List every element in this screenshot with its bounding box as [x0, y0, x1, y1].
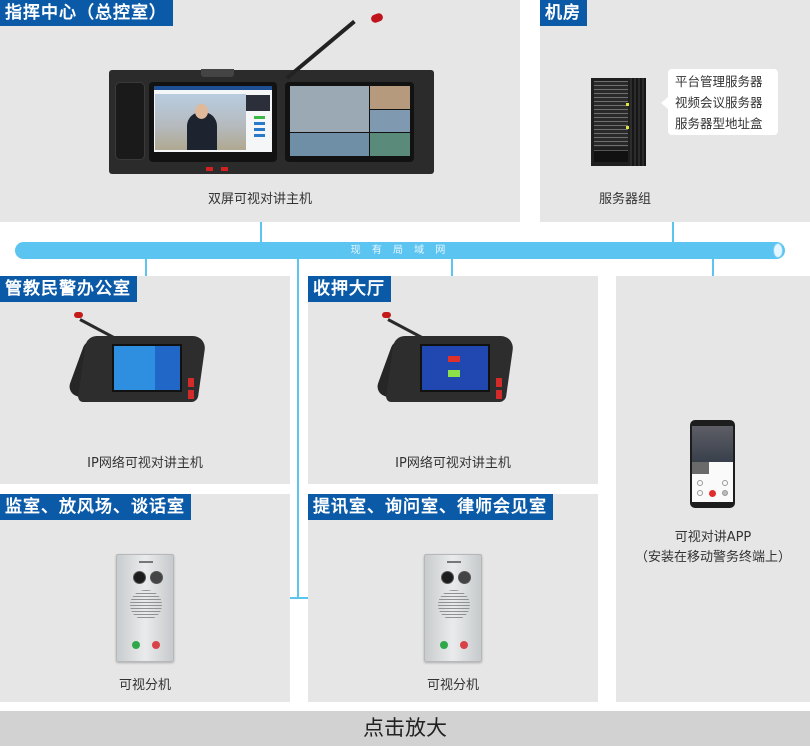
- section-tag-cells: 监室、放风场、谈话室: [0, 494, 191, 520]
- gooseneck-mic: [285, 19, 356, 80]
- connector-line: [297, 258, 299, 598]
- right-screen-multiview: [285, 82, 414, 162]
- section-tag-custody-hall: 收押大厅: [308, 276, 391, 302]
- app-caption: 可视对讲APP: [674, 530, 752, 545]
- section-tag-command-center: 指挥中心（总控室）: [0, 0, 173, 26]
- section-tag-machine-room: 机房: [540, 0, 587, 26]
- click-to-enlarge-button[interactable]: 点击放大: [0, 711, 810, 746]
- device-caption: IP网络可视对讲主机: [395, 456, 511, 471]
- dual-screen-intercom-console-image: [109, 12, 434, 174]
- lan-backbone: 现 有 局 域 网: [15, 242, 785, 259]
- device-caption: 服务器组: [598, 192, 651, 207]
- mic-head: [369, 12, 385, 24]
- section-tag-interrogation: 提讯室、询问室、律师会见室: [308, 494, 553, 520]
- connector-line: [145, 258, 147, 276]
- device-caption: 可视分机: [426, 678, 479, 693]
- panel-officer-office: 管教民警办公室 IP网络可视对讲主机: [0, 276, 290, 484]
- camera-module: [201, 69, 234, 77]
- connector-line: [672, 222, 674, 244]
- app-caption-note: （安装在移动警务终端上）: [634, 550, 791, 565]
- device-caption: 可视分机: [118, 678, 171, 693]
- ip-video-intercom-desk-unit-image: [374, 308, 515, 403]
- mobile-phone-app-image: [690, 420, 735, 508]
- device-caption: IP网络可视对讲主机: [87, 456, 203, 471]
- connector-line: [290, 597, 308, 599]
- connector-line: [712, 258, 714, 276]
- callout-line: 平台管理服务器: [675, 74, 763, 89]
- connector-line: [260, 222, 262, 244]
- left-screen: [149, 82, 277, 162]
- lan-label: 现 有 局 域 网: [350, 245, 450, 256]
- video-door-station-image: [424, 554, 482, 662]
- panel-interrogation: 提讯室、询问室、律师会见室 可视分机: [308, 494, 598, 702]
- panel-cells: 监室、放风场、谈话室 可视分机: [0, 494, 290, 702]
- connector-line: [451, 258, 453, 276]
- video-door-station-image: [116, 554, 174, 662]
- pipe-end-cap: [773, 243, 783, 258]
- callout-line: 服务器型地址盒: [675, 116, 763, 131]
- server-list-callout: 平台管理服务器 视频会议服务器 服务器型地址盒: [661, 69, 778, 135]
- ip-video-intercom-desk-unit-image: [66, 308, 207, 403]
- handset: [115, 82, 145, 160]
- server-rack-image: [591, 78, 646, 166]
- section-tag-officer-office: 管教民警办公室: [0, 276, 137, 302]
- panel-custody-hall: 收押大厅 IP网络可视对讲主机: [308, 276, 598, 484]
- panel-command-center: 指挥中心（总控室）: [0, 0, 520, 222]
- callout-line: 视频会议服务器: [675, 95, 763, 110]
- device-caption: 双屏可视对讲主机: [207, 192, 312, 207]
